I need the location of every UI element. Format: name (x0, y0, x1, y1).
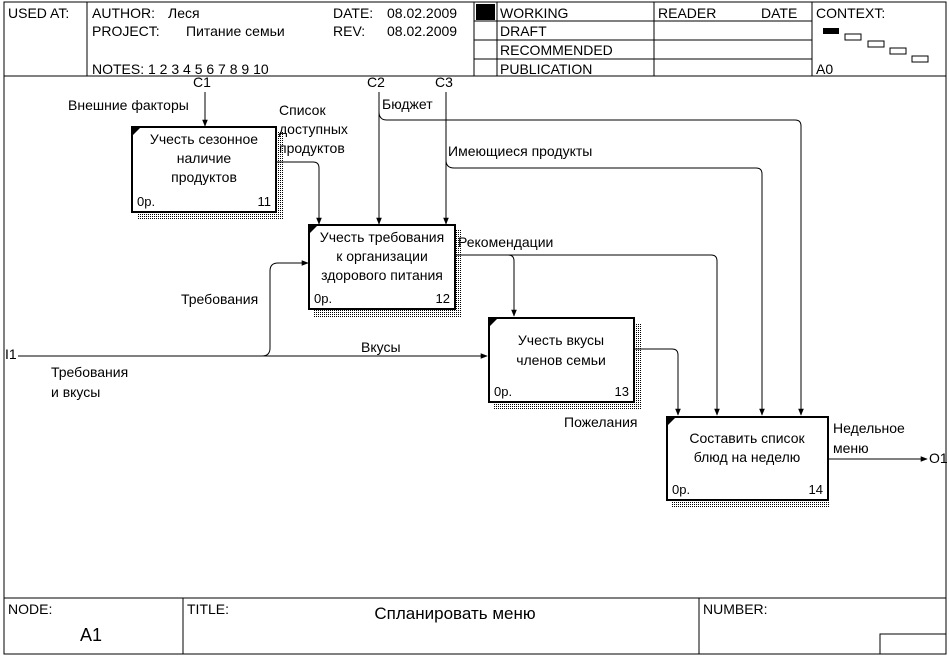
label-budget: Бюджет (382, 96, 433, 112)
status-recommended: RECOMMENDED (500, 42, 613, 58)
tunnel-i1: I1 (5, 346, 17, 362)
arrow-recommendations-to-14 (508, 254, 720, 416)
tunnel-o1: O1 (929, 450, 948, 466)
footer-frame (3, 597, 947, 655)
node-value: A1 (80, 625, 102, 645)
box-corner-mark (490, 319, 497, 326)
box-cost: 0р. (314, 291, 332, 306)
label-list-line3: продуктов (279, 140, 345, 156)
box-title-line: Учесть вкусы (518, 332, 604, 348)
reader-label: READER (658, 5, 716, 21)
label-recommendations: Рекомендации (458, 234, 553, 250)
context-node: A0 (816, 61, 833, 77)
status-publication: PUBLICATION (500, 61, 592, 77)
box-title-line: продуктов (171, 169, 237, 185)
box-title-line: блюд на неделю (694, 449, 801, 465)
label-list-line2: доступных (279, 121, 348, 137)
diagram-title: Спланировать меню (374, 604, 535, 623)
box-corner-mark (133, 128, 140, 135)
arrow-recommendations-to-13 (455, 254, 517, 317)
label-req-tastes-line2: и вкусы (51, 384, 100, 400)
activity-box-12[interactable]: Учесть требования к организации здоровог… (308, 224, 461, 317)
reader-date-label: DATE (761, 5, 797, 21)
arrow-wishes (634, 348, 681, 416)
context-map-icon (823, 28, 929, 63)
box-corner-mark (668, 418, 675, 425)
header-frame (3, 1, 947, 77)
arrow-available-products (276, 161, 322, 225)
label-tastes: Вкусы (361, 339, 401, 355)
arrow-requirements (261, 260, 309, 357)
author-value: Леся (168, 5, 200, 21)
notes: NOTES: 1 2 3 4 5 6 7 8 9 10 (92, 61, 269, 77)
tunnel-c2: C2 (367, 74, 385, 90)
box-cost: 0р. (672, 482, 690, 497)
title-label: TITLE: (187, 601, 229, 617)
box-number: 11 (258, 194, 272, 209)
tunnel-c3: C3 (435, 74, 453, 90)
arrows (18, 92, 928, 462)
rev-label: REV: (333, 23, 365, 39)
arrow-existing-to-14 (445, 159, 765, 416)
date-value: 08.02.2009 (387, 5, 457, 21)
author-label: AUTHOR: (92, 5, 155, 21)
box-title-line: к организации (336, 248, 428, 264)
working-marker (476, 4, 495, 20)
box-title-line: членов семьи (516, 352, 606, 368)
box-number: 14 (809, 482, 823, 497)
label-req-tastes-line1: Требования (51, 364, 128, 380)
rev-value: 08.02.2009 (387, 23, 457, 39)
label-list-line1: Список (279, 102, 326, 118)
number-label: NUMBER: (703, 601, 768, 617)
box-title-line: наличие (177, 150, 232, 166)
project-label: PROJECT: (92, 23, 160, 39)
label-requirements: Требования (181, 291, 258, 307)
date-label: DATE: (333, 5, 373, 21)
status-working: WORKING (500, 5, 568, 21)
box-title-line: Составить список (689, 430, 805, 446)
box-number: 12 (436, 291, 450, 306)
box-number: 13 (615, 384, 629, 399)
activity-box-13[interactable]: Учесть вкусы членов семьи 0р. 13 (488, 317, 641, 409)
label-weekly-line2: меню (833, 440, 869, 456)
tunnel-c1: C1 (193, 74, 211, 90)
used-at-label: USED AT: (8, 5, 69, 21)
box-title-line: здорового питания (321, 267, 443, 283)
context-label: CONTEXT: (816, 5, 885, 21)
project-value: Питание семьи (186, 23, 285, 39)
label-existing-products: Имеющиеся продукты (448, 143, 592, 159)
status-draft: DRAFT (500, 23, 547, 39)
activity-box-14[interactable]: Составить список блюд на неделю 0р. 14 (666, 416, 830, 508)
activity-box-11[interactable]: Учесть сезонное наличие продуктов 0р. 11 (131, 126, 283, 219)
label-weekly-line1: Недельное (833, 420, 905, 436)
box-title-line: Учесть требования (320, 229, 444, 245)
arrow-budget-to-14 (378, 111, 804, 416)
node-label: NODE: (8, 601, 52, 617)
label-external-factors: Внешние факторы (68, 97, 189, 113)
label-wishes: Пожелания (564, 414, 637, 430)
box-corner-mark (310, 226, 317, 233)
box-title-line: Учесть сезонное (150, 131, 258, 147)
box-cost: 0р. (137, 194, 155, 209)
box-cost: 0р. (494, 384, 512, 399)
